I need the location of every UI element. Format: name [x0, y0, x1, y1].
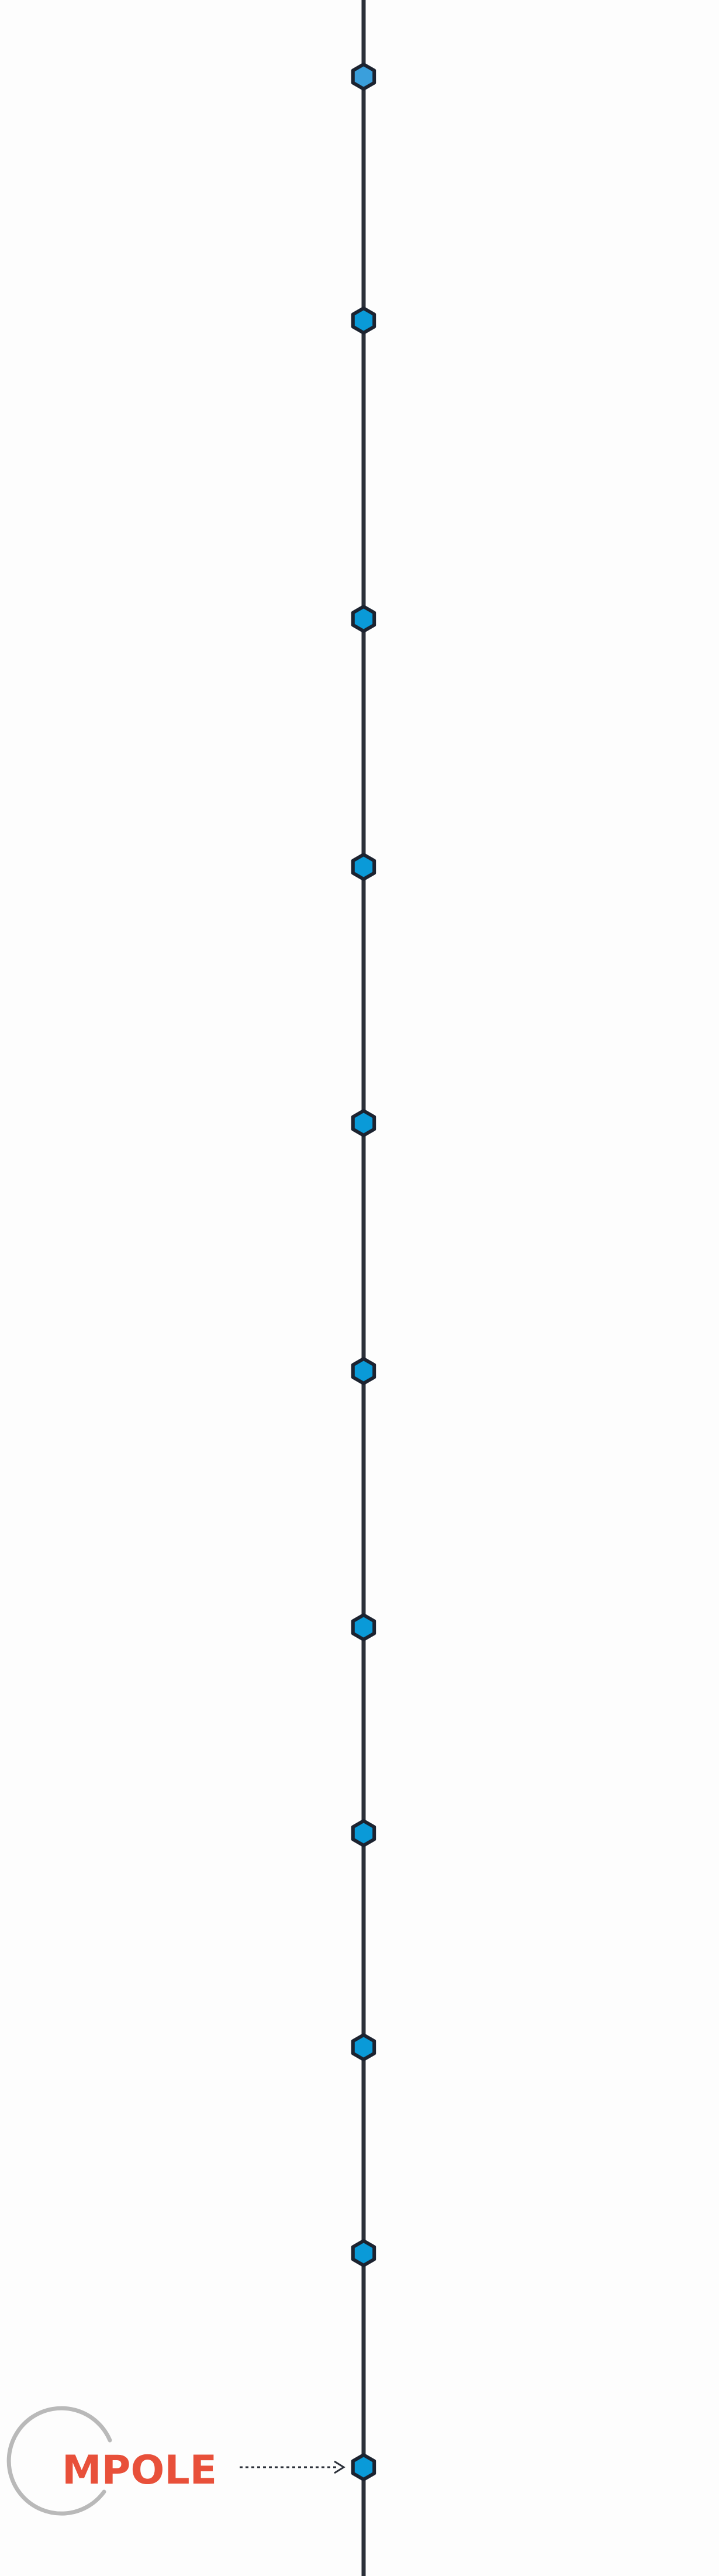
timeline-node-7 [351, 1613, 376, 1641]
timeline-node-5 [351, 1109, 376, 1137]
timeline-node-11 [351, 2453, 376, 2481]
mpole-logo: MPOLE [6, 2406, 217, 2516]
timeline-node-6 [351, 1357, 376, 1385]
pointer-arrowhead-icon [334, 2460, 345, 2474]
logo-ring-icon [6, 2406, 112, 2516]
timeline-node-8 [351, 1819, 376, 1847]
timeline-nodes [351, 63, 376, 2481]
timeline-node-2 [351, 306, 376, 335]
timeline-node-3 [351, 605, 376, 633]
timeline-node-9 [351, 2033, 376, 2061]
pointer-arrow [240, 2460, 345, 2474]
timeline-node-4 [351, 853, 376, 881]
timeline-node-1 [351, 63, 376, 91]
logo-text: MPOLE [62, 2447, 217, 2494]
timeline-node-10 [351, 2239, 376, 2267]
